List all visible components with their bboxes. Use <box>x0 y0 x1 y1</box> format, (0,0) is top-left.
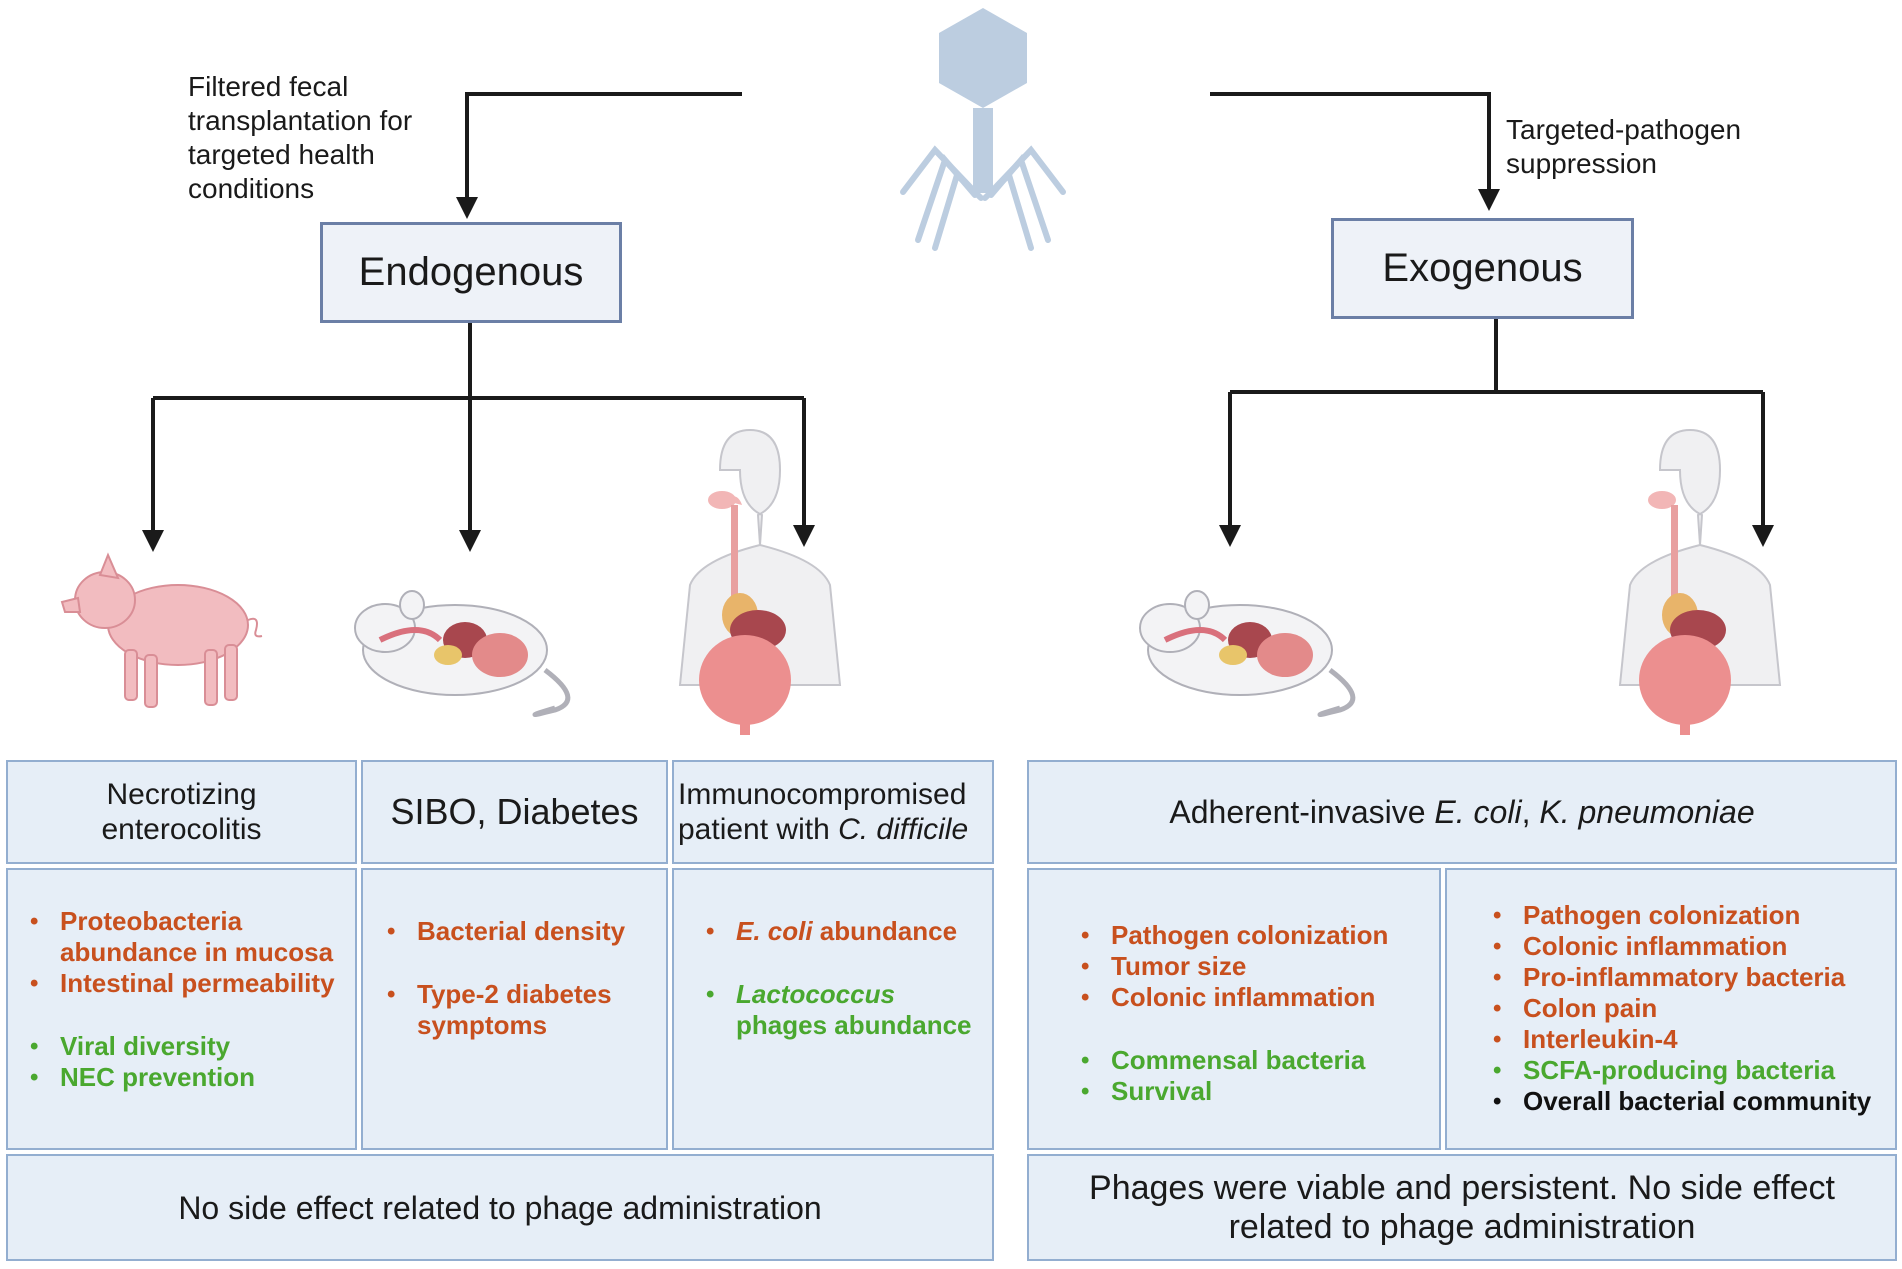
connector-lines <box>142 92 1774 552</box>
header-exogenous-pre: Adherent-invasive <box>1169 794 1435 830</box>
list-item: Commensal bacteria <box>1081 1045 1431 1076</box>
list-item: Bacterial density <box>387 916 657 947</box>
endogenous-footer: No side effect related to phage administ… <box>6 1154 994 1261</box>
immuno-increase-italic: Lactococcus <box>736 979 895 1009</box>
list-item: Proteobacteria abundance in mucosa <box>30 906 350 968</box>
list-item: Viral diversity <box>30 1031 350 1062</box>
list-item: NEC prevention <box>30 1062 350 1093</box>
list-item: Colon pain <box>1493 993 1893 1024</box>
result-necrotizing: Proteobacteria abundance in mucosa Intes… <box>6 868 357 1150</box>
header-sibo: SIBO, Diabetes <box>361 760 668 864</box>
mouse-icon <box>354 590 571 717</box>
human-gi-icon <box>1618 428 1782 735</box>
immuno-increase-rest: phages abundance <box>736 1010 972 1040</box>
list-item: Pathogen colonization <box>1081 920 1431 951</box>
header-exogenous-italic2: K. pneumoniae <box>1539 794 1755 830</box>
immuno-decrease-italic: E. coli <box>736 916 813 946</box>
result-exogenous-mouse: Pathogen colonization Tumor size Colonic… <box>1027 868 1441 1150</box>
list-item: Interleukin-4 <box>1493 1024 1893 1055</box>
header-sibo-text: SIBO, Diabetes <box>390 791 639 832</box>
list-item: Colonic inflammation <box>1493 931 1893 962</box>
immuno-decrease-rest: abundance <box>812 916 958 946</box>
left-annotation: Filtered fecal transplantation for targe… <box>188 71 413 204</box>
list-item: Survival <box>1081 1076 1431 1107</box>
right-annotation: Targeted-pathogen suppression <box>1506 114 1742 179</box>
header-immuno: Immunocompromised patient with C. diffic… <box>672 760 994 864</box>
sibo-list: Bacterial density Type-2 diabetes sympto… <box>387 916 657 1041</box>
header-immuno-text: Immunocompromised patient with C. diffic… <box>678 777 988 847</box>
human-gi-icon <box>678 428 842 735</box>
list-item: Pathogen colonization <box>1493 900 1893 931</box>
header-immuno-prefix: Immunocompromised patient with <box>678 778 967 846</box>
list-item: Overall bacterial community <box>1493 1086 1893 1117</box>
endogenous-label: Endogenous <box>358 250 584 294</box>
list-item: SCFA-producing bacteria <box>1493 1055 1893 1086</box>
list-item: Type-2 diabetes symptoms <box>387 979 657 1041</box>
piglet-icon <box>60 552 263 708</box>
header-necrotizing: Necrotizing enterocolitis <box>6 760 357 864</box>
mouse-icon <box>1139 590 1356 717</box>
list-item: Intestinal permeability <box>30 968 350 999</box>
header-exogenous-mid: , <box>1521 794 1540 830</box>
header-immuno-italic: C. difficile <box>838 813 969 846</box>
header-exogenous-text: Adherent-invasive E. coli, K. pneumoniae <box>1169 793 1754 831</box>
exogenous-footer-text: Phages were viable and persistent. No si… <box>1089 1168 1835 1246</box>
list-item: Tumor size <box>1081 951 1431 982</box>
result-exogenous-human: Pathogen colonization Colonic inflammati… <box>1445 868 1897 1150</box>
endogenous-footer-text: No side effect related to phage administ… <box>178 1189 822 1226</box>
exo-human-list: Pathogen colonization Colonic inflammati… <box>1493 900 1893 1117</box>
necrotizing-list: Proteobacteria abundance in mucosa Intes… <box>30 906 350 1093</box>
exogenous-label: Exogenous <box>1382 246 1583 290</box>
phage-icon <box>900 8 1066 251</box>
header-exogenous: Adherent-invasive E. coli, K. pneumoniae <box>1027 760 1897 864</box>
header-exogenous-italic1: E. coli <box>1434 794 1522 830</box>
list-item: Colonic inflammation <box>1081 982 1431 1013</box>
list-item: E. coli abundance <box>706 916 986 947</box>
header-necrotizing-text: Necrotizing enterocolitis <box>101 778 262 846</box>
endogenous-box: Endogenous <box>320 222 622 323</box>
result-sibo: Bacterial density Type-2 diabetes sympto… <box>361 868 668 1150</box>
exogenous-box: Exogenous <box>1331 218 1634 319</box>
exogenous-footer: Phages were viable and persistent. No si… <box>1027 1154 1897 1261</box>
exo-mouse-list: Pathogen colonization Tumor size Colonic… <box>1081 920 1431 1107</box>
list-item: Pro-inflammatory bacteria <box>1493 962 1893 993</box>
